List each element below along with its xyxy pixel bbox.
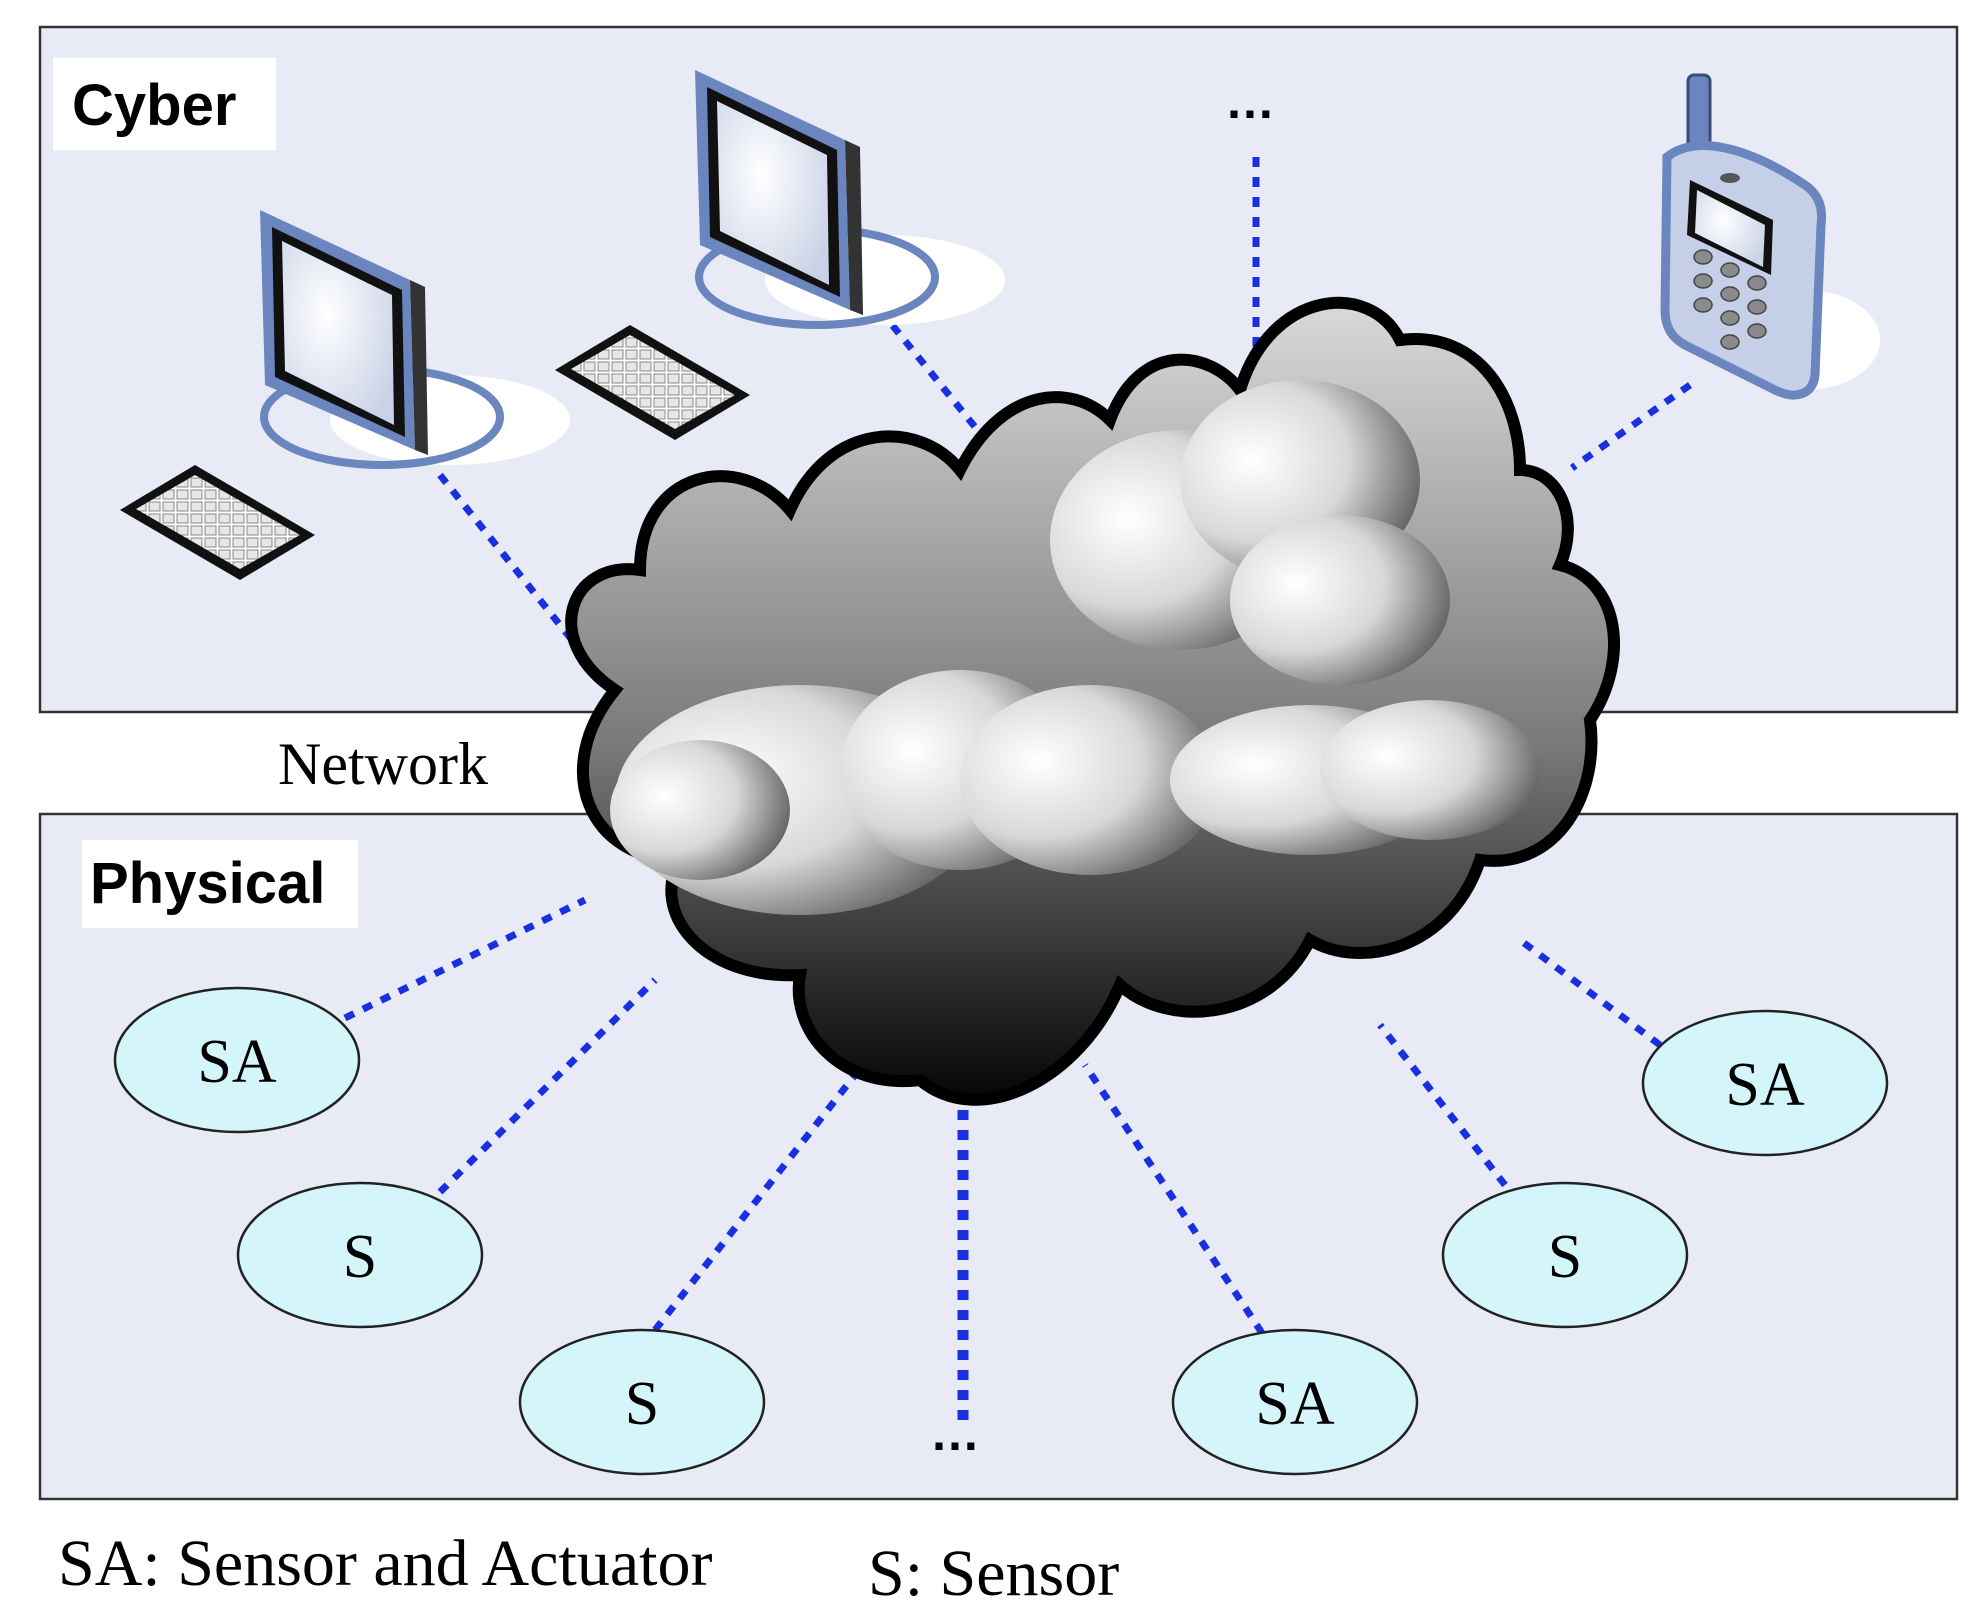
more-devices-ellipsis: … (1225, 73, 1275, 129)
physical-label: Physical (90, 851, 325, 916)
more-sensors-ellipsis: … (930, 1405, 980, 1461)
link-phone (1569, 382, 1693, 471)
sensor-actuator-node: SA (1641, 1009, 1889, 1157)
network-label: Network (278, 731, 488, 797)
node-label: S (625, 1370, 659, 1438)
link-s-2 (652, 1072, 858, 1333)
legend-s: S: Sensor (868, 1537, 1119, 1607)
sensor-actuator-node: SA (1171, 1328, 1419, 1476)
node-label: S (1548, 1223, 1582, 1291)
cyber-label: Cyber (72, 73, 236, 138)
desktop-computer-icon (555, 70, 1005, 440)
network-cloud-icon (565, 296, 1620, 1106)
link-s-3 (1377, 1022, 1508, 1188)
link-sa-2 (1082, 1063, 1265, 1335)
sensor-node: S (1441, 1181, 1689, 1329)
sensor-node: S (518, 1328, 766, 1476)
node-label: SA (1255, 1370, 1334, 1438)
network-links (343, 157, 1693, 1425)
mobile-phone-icon (1660, 73, 1880, 400)
link-sa-3 (1517, 937, 1663, 1048)
link-computer-2 (877, 307, 1013, 473)
desktop-computer-icon (120, 210, 570, 580)
sensor-node: S (236, 1181, 484, 1329)
legend-sa: SA: Sensor and Actuator (58, 1527, 712, 1600)
node-label: S (343, 1223, 377, 1291)
node-label: SA (1725, 1051, 1804, 1119)
link-sa-1 (343, 896, 587, 1022)
node-label: SA (197, 1028, 276, 1096)
sensor-actuator-node: SA (113, 986, 361, 1134)
